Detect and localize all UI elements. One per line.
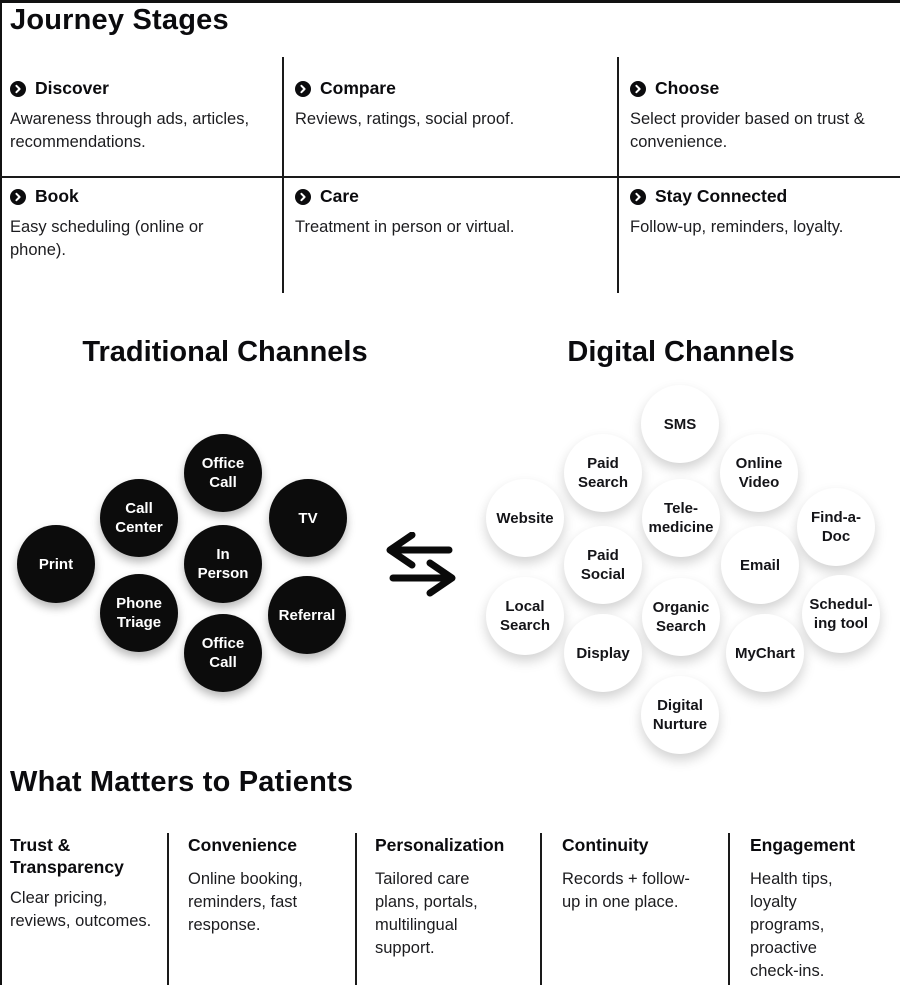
digital-channel-bubble: Email — [721, 526, 799, 604]
matters-col-engagement: Engagement Health tips, loyalty programs… — [750, 834, 890, 983]
grid-divider-horizontal — [0, 176, 900, 178]
traditional-channel-bubble: TV — [269, 479, 347, 557]
stage-desc: Select provider based on trust & conveni… — [630, 110, 865, 151]
stage-discover: Discover Awareness through ads, articles… — [10, 78, 260, 154]
col-desc: Clear pricing, reviews, outcomes. — [10, 889, 152, 930]
matters-col-trust: Trust & Transparency Clear pricing, revi… — [10, 834, 160, 933]
traditional-channel-bubble: Office Call — [184, 614, 262, 692]
digital-channels-heading: Digital Channels — [567, 336, 795, 368]
chevron-circle-icon — [295, 188, 311, 205]
stage-title: Compare — [320, 78, 396, 98]
stage-title: Discover — [35, 78, 109, 98]
col-desc: Records + follow-up in one place. — [562, 870, 690, 911]
left-border — [0, 0, 2, 985]
chevron-circle-icon — [630, 80, 646, 97]
grid-divider-vertical — [617, 57, 619, 293]
column-divider — [540, 833, 542, 985]
chevron-circle-icon — [295, 80, 311, 97]
chevron-circle-icon — [10, 80, 26, 97]
digital-channel-bubble: Local Search — [486, 577, 564, 655]
stage-title: Stay Connected — [655, 186, 788, 206]
traditional-channel-bubble: Office Call — [184, 434, 262, 512]
stage-desc: Easy scheduling (online or phone). — [10, 218, 204, 259]
stage-compare: Compare Reviews, ratings, social proof. — [295, 78, 523, 131]
traditional-channel-bubble: Call Center — [100, 479, 178, 557]
col-title: Continuity — [562, 835, 649, 855]
column-divider — [167, 833, 169, 985]
digital-channel-bubble: Digital Nurture — [641, 676, 719, 754]
matters-col-personalization: Personalization Tailored care plans, por… — [375, 834, 535, 960]
top-border — [0, 0, 900, 3]
stage-title: Care — [320, 186, 359, 206]
stage-choose: Choose Select provider based on trust & … — [630, 78, 865, 154]
stage-stay-connected: Stay Connected Follow-up, reminders, loy… — [630, 186, 850, 239]
stage-title: Book — [35, 186, 79, 206]
journey-stages-heading: Journey Stages — [10, 4, 229, 36]
chevron-circle-icon — [10, 188, 26, 205]
traditional-channels-heading: Traditional Channels — [82, 336, 368, 368]
column-divider — [355, 833, 357, 985]
matters-col-convenience: Convenience Online booking, reminders, f… — [188, 834, 340, 937]
digital-channel-bubble: Online Video — [720, 434, 798, 512]
col-title: Convenience — [188, 835, 297, 855]
digital-channel-bubble: MyChart — [726, 614, 804, 692]
digital-channel-bubble: Tele- medicine — [642, 479, 720, 557]
stage-desc: Treatment in person or virtual. — [295, 218, 515, 236]
column-divider — [728, 833, 730, 985]
digital-channel-bubble: Display — [564, 614, 642, 692]
col-title: Engagement — [750, 835, 856, 855]
grid-divider-vertical — [282, 57, 284, 293]
digital-channel-bubble: Schedul- ing tool — [802, 575, 880, 653]
digital-channel-bubble: Paid Social — [564, 526, 642, 604]
traditional-channel-bubble: Print — [17, 525, 95, 603]
col-desc: Health tips, loyalty programs, proactive… — [750, 870, 833, 980]
what-matters-heading: What Matters to Patients — [10, 766, 354, 798]
col-desc: Tailored care plans, portals, multilingu… — [375, 870, 478, 957]
stage-title: Choose — [655, 78, 720, 98]
digital-channel-bubble: SMS — [641, 385, 719, 463]
col-title: Trust & Transparency — [10, 835, 124, 877]
traditional-channel-bubble: Referral — [268, 576, 346, 654]
col-title: Personalization — [375, 835, 505, 855]
digital-channel-bubble: Website — [486, 479, 564, 557]
digital-channel-bubble: Paid Search — [564, 434, 642, 512]
col-desc: Online booking, reminders, fast response… — [188, 870, 303, 934]
stage-book: Book Easy scheduling (online or phone). — [10, 186, 260, 262]
traditional-channel-bubble: In Person — [184, 525, 262, 603]
chevron-circle-icon — [630, 188, 646, 205]
traditional-channel-bubble: Phone Triage — [100, 574, 178, 652]
stage-desc: Follow-up, reminders, loyalty. — [630, 218, 844, 236]
stage-care: Care Treatment in person or virtual. — [295, 186, 520, 239]
swap-arrows-icon — [386, 531, 456, 603]
matters-col-continuity: Continuity Records + follow-up in one pl… — [562, 834, 712, 914]
digital-channel-bubble: Find-a- Doc — [797, 488, 875, 566]
stage-desc: Reviews, ratings, social proof. — [295, 110, 515, 128]
digital-channel-bubble: Organic Search — [642, 578, 720, 656]
stage-desc: Awareness through ads, articles, recomme… — [10, 110, 250, 151]
